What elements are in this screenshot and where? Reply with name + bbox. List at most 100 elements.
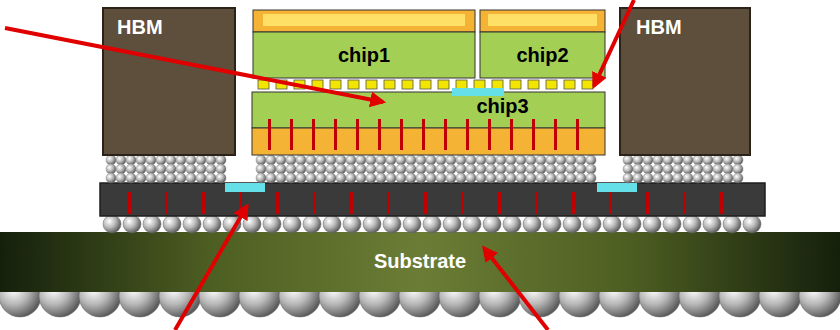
micro-bump [386,173,396,183]
tsv [576,119,579,150]
tsv [488,119,491,150]
micro-bump [663,164,673,174]
tsv [510,119,513,150]
micro-bump [703,164,713,174]
hbm-stack [103,8,235,155]
micro-bump [116,155,126,165]
micro-bump [106,164,116,174]
micro-bump [206,173,216,183]
micro-bump [663,173,673,183]
micro-bump [536,164,546,174]
c4-bump [263,215,281,233]
tsv [202,192,205,214]
micro-bump [703,173,713,183]
micro-bump [406,164,416,174]
micro-bump [576,173,586,183]
c4-bump [283,215,301,233]
c4-bump [343,215,361,233]
micro-bump [316,155,326,165]
c4-bump [143,215,161,233]
chip2-metal [488,14,597,26]
tsv [532,119,535,150]
c4-bump [403,215,421,233]
micro-bump [683,173,693,183]
micro-bump [456,155,466,165]
micro-bump [526,173,536,183]
micro-bump [566,173,576,183]
micro-bump [176,173,186,183]
pointer-arrow [594,0,634,86]
substrate-body [0,232,840,292]
chip-label-box: chip3 [252,95,605,119]
micro-bump [326,155,336,165]
micro-bump [486,164,496,174]
micro-bump [466,173,476,183]
micro-bump [556,155,566,165]
hbm-stack [620,8,750,155]
micro-bump [733,173,743,183]
micro-bump [446,164,456,174]
micro-bump [556,164,566,174]
micro-bump [536,173,546,183]
c4-bump [203,215,221,233]
micro-bump [186,164,196,174]
tsv [334,119,337,150]
hybrid-bond [582,80,593,89]
micro-bump [713,164,723,174]
micro-bump [396,164,406,174]
micro-bump [733,155,743,165]
micro-bump [436,164,446,174]
micro-bump [623,155,633,165]
micro-bump [346,173,356,183]
c4-bump [363,215,381,233]
micro-bump [106,155,116,165]
tsv [535,192,538,214]
micro-bump [286,173,296,183]
micro-bump [663,155,673,165]
tsv [387,192,390,214]
tsv [444,119,447,150]
micro-bump [366,173,376,183]
micro-bump [586,155,596,165]
c4-bump [423,215,441,233]
micro-bump [546,155,556,165]
micro-bump [346,164,356,174]
micro-bump [196,173,206,183]
micro-bump [576,164,586,174]
micro-bump [156,155,166,165]
micro-bump [146,155,156,165]
micro-bump [326,173,336,183]
micro-bump [366,164,376,174]
tsv [466,119,469,150]
micro-bump [166,164,176,174]
c4-bump [703,215,721,233]
micro-bump [266,155,276,165]
c4-bump [663,215,681,233]
micro-bump [146,164,156,174]
hybrid-bond [348,80,359,89]
micro-bump [526,164,536,174]
tsv [498,192,501,214]
tsv [422,119,425,150]
micro-bump [406,173,416,183]
tsv [290,119,293,150]
micro-bump [206,155,216,165]
tsv [461,192,464,214]
micro-bump [446,155,456,165]
hybrid-bond [366,80,377,89]
micro-bump [576,155,586,165]
micro-bump [496,164,506,174]
micro-bump [196,164,206,174]
hybrid-bond [492,80,503,89]
micro-bump [386,155,396,165]
micro-bump [196,155,206,165]
node-label: chip1 [338,44,390,66]
c4-bump [723,215,741,233]
micro-bump [336,173,346,183]
micro-bump [376,155,386,165]
hbm-stack: HBM [620,8,750,155]
tsv [313,192,316,214]
micro-bump [723,173,733,183]
